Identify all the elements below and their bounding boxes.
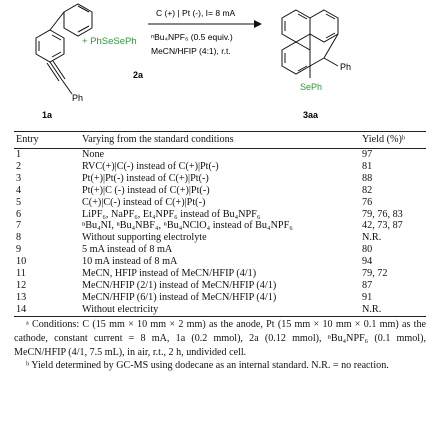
yield-cell: 80	[362, 244, 373, 256]
entry-cell: 13	[16, 291, 27, 303]
condition-cell: ⁿBu₄NI, ⁿBu₄NBF₄, ⁿBu₄NClO₄ instead of B…	[82, 220, 293, 232]
reaction-scheme: Ph 1a + PhSeSePh 2a C (+) | Pt (-), I= 8…	[35, 3, 351, 120]
footnote-b: ᵇ Yield determined by GC-MS using dodeca…	[26, 360, 389, 372]
condition-cell: C(+)|C(-) instead of C(+)|Pt(-)	[82, 196, 206, 208]
entry-cell: 2	[16, 160, 22, 172]
entry-cell: 12	[16, 279, 27, 291]
header-yield: Yield (%)ᵇ	[360, 131, 426, 149]
optimization-table: Entry Varying from the standard conditio…	[14, 131, 426, 317]
table-row: 11 MeCN, HFIP instead of MeCN/HFIP (4/1) 7…	[14, 268, 426, 280]
entry-cell: 5	[16, 196, 22, 208]
condition-cell: Pt(+)|C (-) instead of C(+)|Pt(-)	[82, 184, 210, 196]
yield-cell: 81	[362, 160, 373, 172]
ph-label-3aa: Ph	[340, 62, 351, 72]
table-row: 10 10 mA instead of 8 mA 94	[14, 256, 426, 268]
seph-label-3aa: SePh	[300, 82, 322, 92]
entry-cell: 9	[16, 244, 22, 256]
header-conditions: Varying from the standard conditions	[80, 131, 360, 149]
table-row: 6 LiPF₆, NaPF₆, Et₄NPF₆ instead of Bu₄NPF…	[14, 209, 426, 221]
label-2a: 2a	[133, 70, 144, 80]
table-row: 5 C(+)|C(-) instead of C(+)|Pt(-) 76	[14, 197, 426, 209]
entry-cell: 4	[16, 184, 22, 196]
table-header-row: Entry Varying from the standard conditio…	[14, 131, 426, 149]
structure-3aa	[281, 9, 339, 78]
yield-cell: N.R.	[362, 232, 382, 244]
table-row: 1 None 97	[14, 149, 426, 161]
condition-cell: Without electricity	[80, 303, 360, 317]
entry-cell: 1	[16, 149, 22, 160]
entry-cell: 14	[14, 303, 80, 317]
table-row: 8 Without supporting electrolyte N.R.	[14, 232, 426, 244]
condition-cell: Without supporting electrolyte	[82, 232, 207, 244]
condition-cell: 10 mA instead of 8 mA	[82, 256, 178, 268]
yield-cell: 79, 72	[362, 268, 388, 280]
entry-cell: 3	[16, 172, 22, 184]
yield-cell: N.R.	[360, 303, 426, 317]
table-row: 13 MeCN/HFIP (6/1) instead of MeCN/HFIP (…	[14, 292, 426, 304]
condition-cell: MeCN/HFIP (2/1) instead of MeCN/HFIP (4/…	[82, 279, 277, 291]
table-row: 2 RVC(+)|C(-) instead of C(+)|Pt(-) 81	[14, 161, 426, 173]
yield-cell: 88	[362, 172, 373, 184]
yield-cell: 76	[362, 196, 373, 208]
table-row: 9 5 mA instead of 8 mA 80	[14, 244, 426, 256]
yield-cell: 97	[362, 149, 373, 160]
condition-electrodes: C (+) | Pt (-), I= 8 mA	[156, 8, 236, 18]
table-row: 7 ⁿBu₄NI, ⁿBu₄NBF₄, ⁿBu₄NClO₄ instead of …	[14, 220, 426, 232]
condition-cell: LiPF₆, NaPF₆, Et₄NPF₆ instead of Bu₄NPF₆	[82, 208, 261, 220]
yield-cell: 82	[362, 184, 373, 196]
yield-cell: 87	[362, 279, 373, 291]
condition-cell: MeCN/HFIP (6/1) instead of MeCN/HFIP (4/…	[82, 291, 277, 303]
condition-electrolyte: ⁿBu₄NPF₆ (0.5 equiv.)	[151, 32, 233, 42]
condition-cell: Pt(+)|Pt(-) instead of C(+)|Pt(-)	[82, 172, 209, 184]
condition-cell: 5 mA instead of 8 mA	[82, 244, 173, 256]
table-row: 3 Pt(+)|Pt(-) instead of C(+)|Pt(-) 88	[14, 173, 426, 185]
entry-cell: 6	[16, 208, 22, 220]
structure-1a	[35, 3, 93, 95]
label-1a: 1a	[42, 110, 53, 120]
entry-cell: 10	[16, 256, 27, 268]
arrow-head-icon	[254, 20, 262, 28]
condition-cell: MeCN, HFIP instead of MeCN/HFIP (4/1)	[82, 268, 257, 280]
entry-cell: 8	[16, 232, 22, 244]
table-row: 12 MeCN/HFIP (2/1) instead of MeCN/HFIP (…	[14, 280, 426, 292]
ph-label-1a: Ph	[72, 93, 83, 103]
table-row: 4 Pt(+)|C (-) instead of C(+)|Pt(-) 82	[14, 185, 426, 197]
header-entry: Entry	[14, 131, 80, 149]
label-3aa: 3aa	[303, 110, 319, 120]
entry-cell: 7	[16, 220, 22, 232]
entry-cell: 11	[16, 268, 26, 280]
yield-cell: 42, 73, 87	[362, 220, 403, 232]
yield-cell: 91	[362, 291, 373, 303]
yield-cell: 94	[362, 256, 373, 268]
footnote-a: ᵃ Conditions: C (15 mm × 10 mm × 2 mm) a…	[14, 319, 426, 358]
condition-cell: RVC(+)|C(-) instead of C(+)|Pt(-)	[82, 160, 219, 172]
condition-solvent: MeCN/HFIP (4:1), r.t.	[151, 46, 231, 56]
yield-cell: 79, 76, 83	[362, 208, 403, 220]
table-footnotes: ᵃ Conditions: C (15 mm × 10 mm × 2 mm) a…	[14, 318, 426, 373]
reagent-phseseph: + PhSeSePh	[82, 36, 137, 47]
condition-cell: None	[82, 149, 105, 160]
